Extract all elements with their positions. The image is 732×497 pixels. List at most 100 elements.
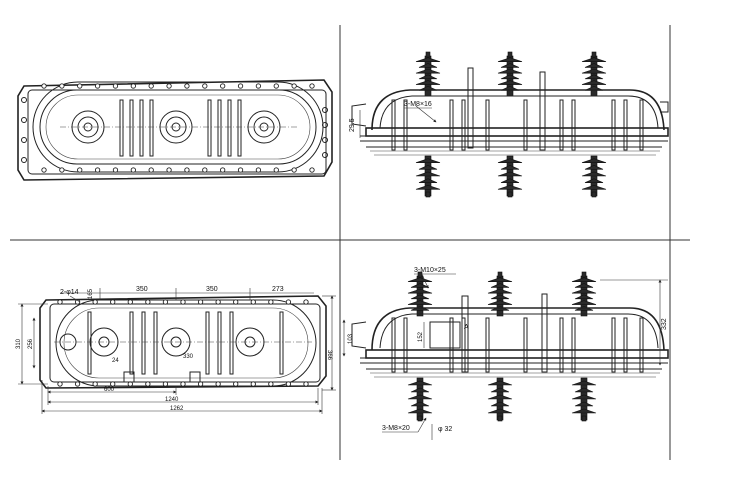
- rib: [611, 317, 616, 373]
- bolt-hole: [162, 381, 169, 387]
- bolt-hole: [285, 299, 292, 305]
- rib: [449, 99, 454, 151]
- bolt-hole: [110, 299, 116, 305]
- bolt-hole: [57, 299, 63, 305]
- rib: [279, 311, 284, 375]
- bolt-hole: [92, 299, 98, 305]
- dimensioned-elevation-bottom-right: A 103 152 332 3-M10×25 3-M8×20 φ 32: [342, 267, 669, 440]
- bolt-hole: [162, 299, 169, 305]
- vertical-struts: [467, 67, 546, 151]
- rib: [403, 99, 408, 151]
- sheet-dividers: [10, 25, 690, 460]
- right-dimension: 366: [322, 295, 336, 391]
- insulator: [571, 271, 597, 317]
- bolt-hole: [180, 381, 186, 387]
- bolt-hole: [273, 83, 279, 89]
- insulator: [407, 271, 433, 317]
- rib: [119, 99, 124, 157]
- rib: [485, 317, 490, 373]
- rib: [217, 99, 222, 157]
- rib: [611, 99, 616, 151]
- bolt-hole: [148, 83, 154, 89]
- dim-right: 332: [661, 318, 668, 330]
- bolt-hole: [202, 167, 208, 173]
- top-dimensions: 350 350 273 165 2-φ14: [60, 286, 314, 303]
- bolt-hole: [273, 167, 279, 173]
- bolt-hole: [41, 167, 47, 173]
- bolt-hole: [237, 83, 244, 89]
- dim-inner: 152: [418, 331, 424, 342]
- dim-spacing-2: 350: [206, 286, 218, 293]
- bolt-hole: [180, 299, 186, 305]
- dim-top-left: 165: [88, 288, 94, 299]
- bolt-hole: [268, 299, 274, 305]
- bolt-hole: [255, 83, 262, 89]
- dim-right: 366: [326, 350, 332, 361]
- bottom-bolt-callout: 3-M8×20: [382, 425, 410, 432]
- diameter-callout: φ 32: [438, 426, 452, 433]
- rib: [153, 311, 158, 375]
- bolt-hole: [184, 83, 190, 89]
- rib: [237, 99, 242, 157]
- rib: [149, 99, 154, 157]
- upper-insulators: [415, 51, 607, 97]
- rib: [391, 317, 396, 373]
- dim-bottom-1: 600: [104, 387, 115, 393]
- section-mark: A: [464, 324, 469, 331]
- bolt-hole: [220, 167, 226, 173]
- top-bolt-callout: 3-M10×25: [414, 267, 446, 274]
- rib: [571, 317, 576, 373]
- bolt-hole: [77, 83, 83, 89]
- rib: [571, 99, 576, 151]
- bolt-hole: [268, 381, 274, 387]
- dim-left-inner: 256: [28, 338, 34, 349]
- bolt-hole: [130, 83, 136, 89]
- bolt-hole: [215, 299, 221, 305]
- rib: [559, 99, 564, 151]
- rib: [217, 311, 222, 375]
- bolt-hole: [130, 167, 136, 173]
- flange-bolt-row: [57, 299, 309, 387]
- bolt-hole: [112, 83, 119, 89]
- bolt-hole: [127, 299, 133, 305]
- left-dimensions: 310 256: [16, 303, 48, 385]
- bolt-hole: [145, 299, 151, 305]
- bolt-hole: [41, 83, 47, 89]
- bolt-hole: [166, 83, 172, 89]
- insulator: [581, 155, 607, 198]
- rib: [207, 99, 212, 157]
- flange-bolt-row: [41, 83, 315, 173]
- bolt-hole: [197, 381, 204, 387]
- bolt-hole: [309, 83, 315, 89]
- dim-left-outer: 310: [16, 338, 22, 349]
- bolt-hole: [285, 381, 292, 387]
- stiffener-ribs: [119, 99, 242, 157]
- dim-small-b: 330: [183, 354, 194, 360]
- rib: [229, 311, 234, 375]
- bolt-hole: [94, 167, 101, 173]
- rib: [391, 99, 396, 151]
- bottom-dimensions: 600 1240 1262: [41, 380, 323, 414]
- bolt-hole: [250, 381, 256, 387]
- dim-bottom-2: 1240: [165, 397, 179, 403]
- hole-callout: 2-φ14: [60, 289, 79, 296]
- insulator: [497, 155, 523, 198]
- bolt-hole: [57, 381, 63, 387]
- dim-top-right: 273: [272, 286, 284, 293]
- bolt-hole: [59, 167, 65, 173]
- rib: [129, 99, 134, 157]
- lower-insulators: [407, 377, 597, 422]
- lower-insulators: [415, 155, 607, 198]
- rib: [129, 311, 134, 375]
- rib: [205, 311, 210, 375]
- dim-left: 103: [348, 333, 354, 344]
- rib: [639, 99, 644, 151]
- front-elevation-top-right: 29.5 3-M8×16: [349, 51, 669, 198]
- bolt-hole: [237, 167, 244, 173]
- bolt-hole: [309, 167, 315, 173]
- dimensioned-plan-bottom-left: 350 350 273 165 2-φ14 310 256 366 24 330: [16, 286, 336, 414]
- bolt-hole: [145, 381, 151, 387]
- bolt-hole: [202, 83, 208, 89]
- rib: [623, 99, 628, 151]
